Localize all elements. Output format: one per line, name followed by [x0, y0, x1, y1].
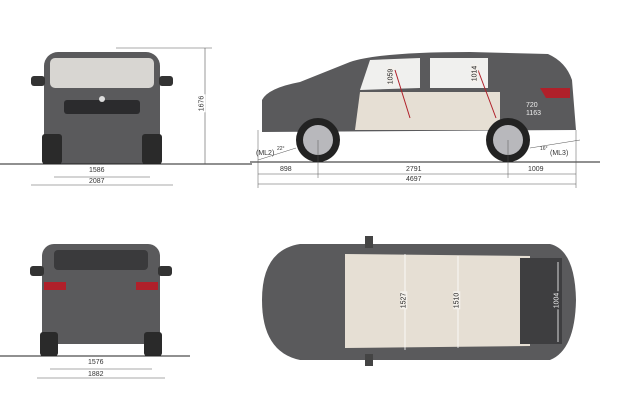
rear-view-car — [30, 244, 172, 356]
front-view-car — [31, 52, 173, 164]
front-track-width: 1586 — [89, 167, 105, 174]
rear-elbow-width: 1510 — [453, 291, 461, 310]
front-width-mirrors: 2087 — [89, 178, 105, 185]
departure-label: (ML3) — [550, 150, 569, 157]
rear-track-width: 1576 — [88, 359, 104, 366]
front-overhang: 898 — [280, 166, 292, 173]
wheelbase: 2791 — [406, 166, 422, 173]
trunk-dimension-a: 720 — [526, 102, 538, 109]
vehicle-height: 1676 — [198, 94, 206, 113]
front-headroom: 1059 — [387, 67, 395, 86]
rear-overhang: 1009 — [528, 166, 544, 173]
side-view-car — [262, 52, 576, 162]
front-elbow-width: 1527 — [400, 291, 408, 310]
approach-label: (ML2) — [256, 150, 275, 157]
rear-body-width: 1882 — [88, 371, 104, 378]
approach-angle: 22° — [277, 146, 285, 152]
rear-headroom: 1014 — [471, 64, 479, 83]
trunk-width: 1004 — [553, 291, 561, 310]
overall-length: 4697 — [406, 176, 422, 183]
departure-angle: 16° — [540, 146, 548, 152]
trunk-dimension-b: 1163 — [526, 110, 542, 117]
top-view-car — [262, 236, 576, 366]
